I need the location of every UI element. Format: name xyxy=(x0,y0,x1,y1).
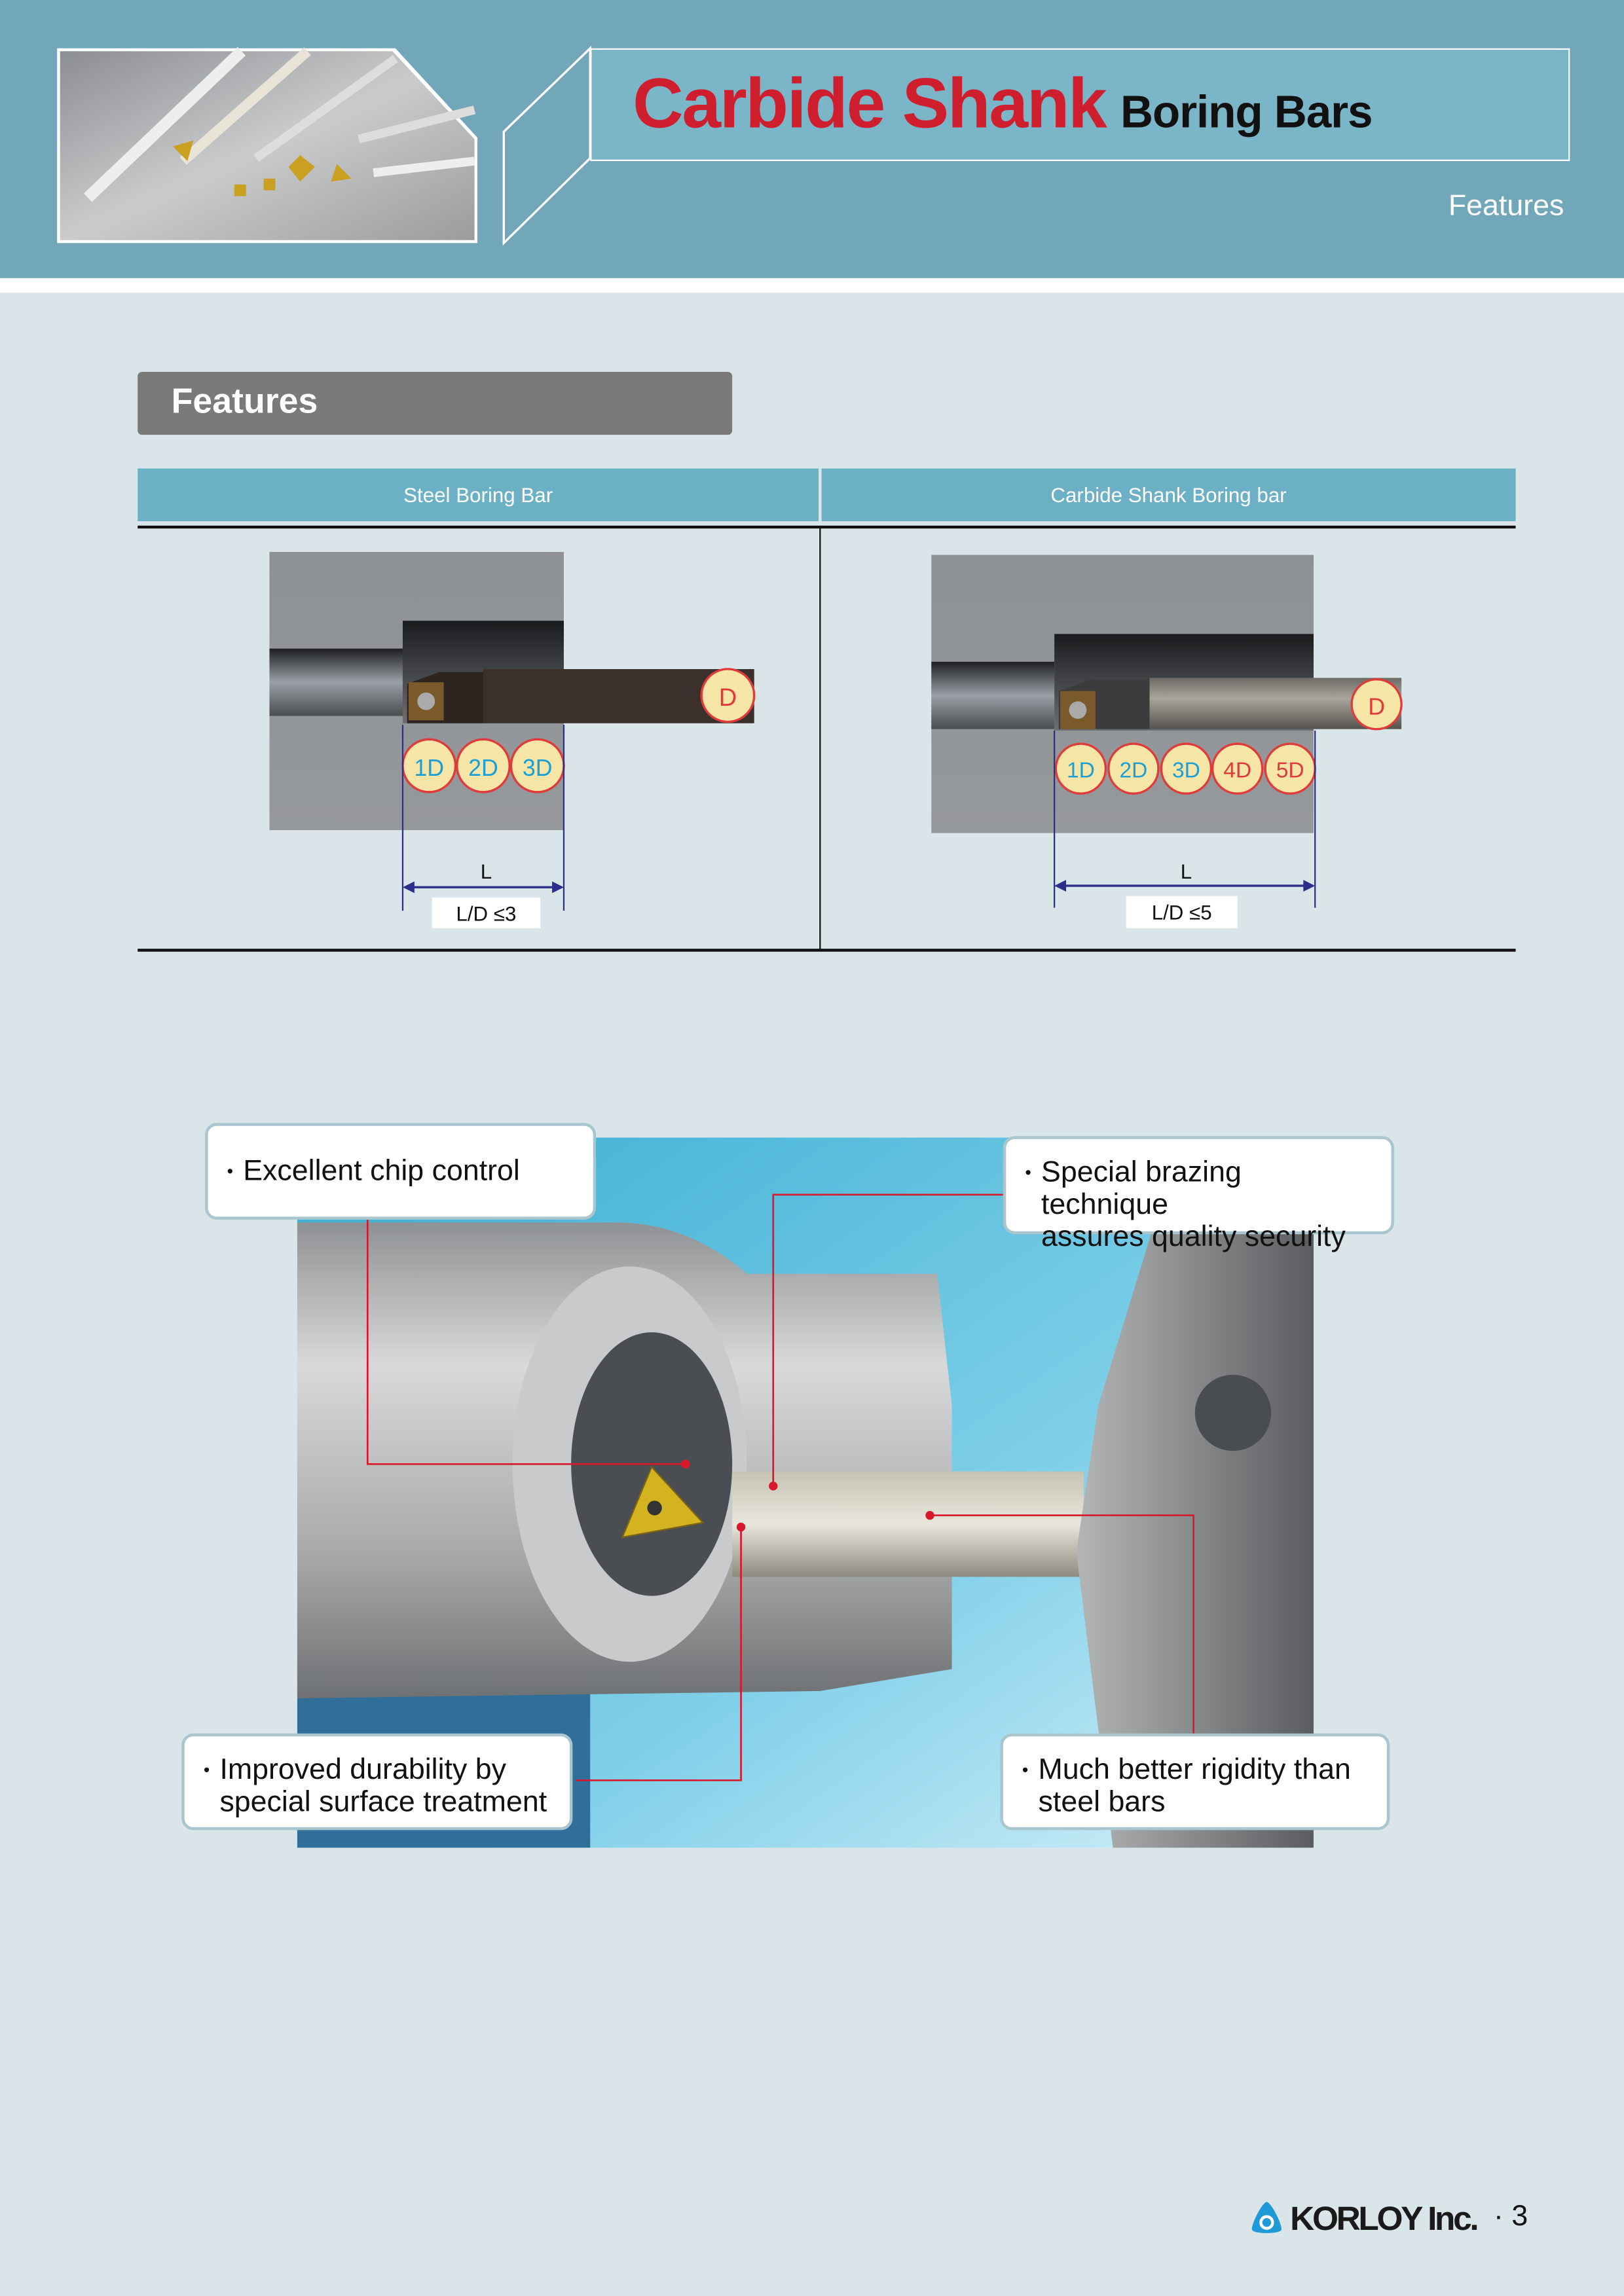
length-marker-3d: 3D xyxy=(1160,742,1213,795)
callout-lines xyxy=(366,1194,1194,1781)
brand-name: KORLOY Inc. xyxy=(1290,2198,1479,2236)
column-header-steel: Steel Boring Bar xyxy=(138,468,819,522)
product-thumbnail xyxy=(57,46,478,244)
korloy-logo-icon xyxy=(1251,2202,1282,2233)
callout-text: Improved durability by xyxy=(219,1754,506,1787)
length-marker-2d: 2D xyxy=(1107,742,1160,795)
length-marker-3d: 3D xyxy=(509,738,565,793)
svg-text:5D: 5D xyxy=(1276,758,1304,782)
title-sub: Boring Bars xyxy=(1120,86,1373,138)
svg-text:2D: 2D xyxy=(468,755,498,781)
comparison-diagrams: D 1D 2D 3D L L/D ≤3 D 1D 2D 3D 4D xyxy=(138,525,1516,952)
callout-chip-control: •Excellent chip control xyxy=(205,1123,597,1220)
length-marker-1d: 1D xyxy=(1054,742,1107,795)
header-divider xyxy=(0,278,1624,293)
svg-text:1D: 1D xyxy=(1067,758,1095,782)
features-heading: Features xyxy=(138,372,733,435)
svg-text:4D: 4D xyxy=(1223,758,1251,782)
length-marker-2d: 2D xyxy=(456,738,511,793)
svg-text:D: D xyxy=(719,684,737,712)
callout-text: Much better rigidity than xyxy=(1038,1754,1351,1787)
features-heading-text: Features xyxy=(171,382,318,422)
callout-text: Special brazing technique xyxy=(1041,1156,1242,1222)
svg-text:3D: 3D xyxy=(523,755,553,781)
title-main: Carbide Shank xyxy=(633,65,1107,144)
product-photo xyxy=(297,1137,1314,1848)
diameter-marker: D xyxy=(1350,678,1403,731)
steel-bar-diagram: D 1D 2D 3D L L/D ≤3 xyxy=(269,552,756,928)
length-label: L xyxy=(1181,860,1192,883)
svg-text:3D: 3D xyxy=(1172,758,1200,782)
carbide-bar-diagram: D 1D 2D 3D 4D 5D L L/D ≤5 xyxy=(931,555,1403,928)
title-connector xyxy=(502,45,591,246)
length-marker-4d: 4D xyxy=(1211,742,1264,795)
svg-text:2D: 2D xyxy=(1119,758,1147,782)
length-label: L xyxy=(481,860,492,883)
callout-text: special surface treatment xyxy=(219,1786,547,1819)
callout-text: Excellent chip control xyxy=(243,1155,520,1188)
ratio-label: L/D ≤3 xyxy=(456,903,516,926)
page-number: · 3 xyxy=(1494,2200,1528,2233)
callout-text: steel bars xyxy=(1038,1786,1166,1819)
length-marker-5d: 5D xyxy=(1264,742,1316,795)
header-graphics xyxy=(57,45,591,246)
callout-text: assures quality security xyxy=(1041,1221,1346,1254)
ratio-label: L/D ≤5 xyxy=(1152,901,1212,924)
column-header-carbide: Carbide Shank Boring bar xyxy=(821,468,1516,522)
svg-text:D: D xyxy=(1368,693,1385,720)
diameter-marker: D xyxy=(700,668,756,723)
korloy-logo: KORLOY Inc. xyxy=(1249,2196,1479,2240)
length-marker-1d: 1D xyxy=(401,738,457,793)
svg-text:1D: 1D xyxy=(414,755,444,781)
section-label: Features xyxy=(1448,190,1564,223)
